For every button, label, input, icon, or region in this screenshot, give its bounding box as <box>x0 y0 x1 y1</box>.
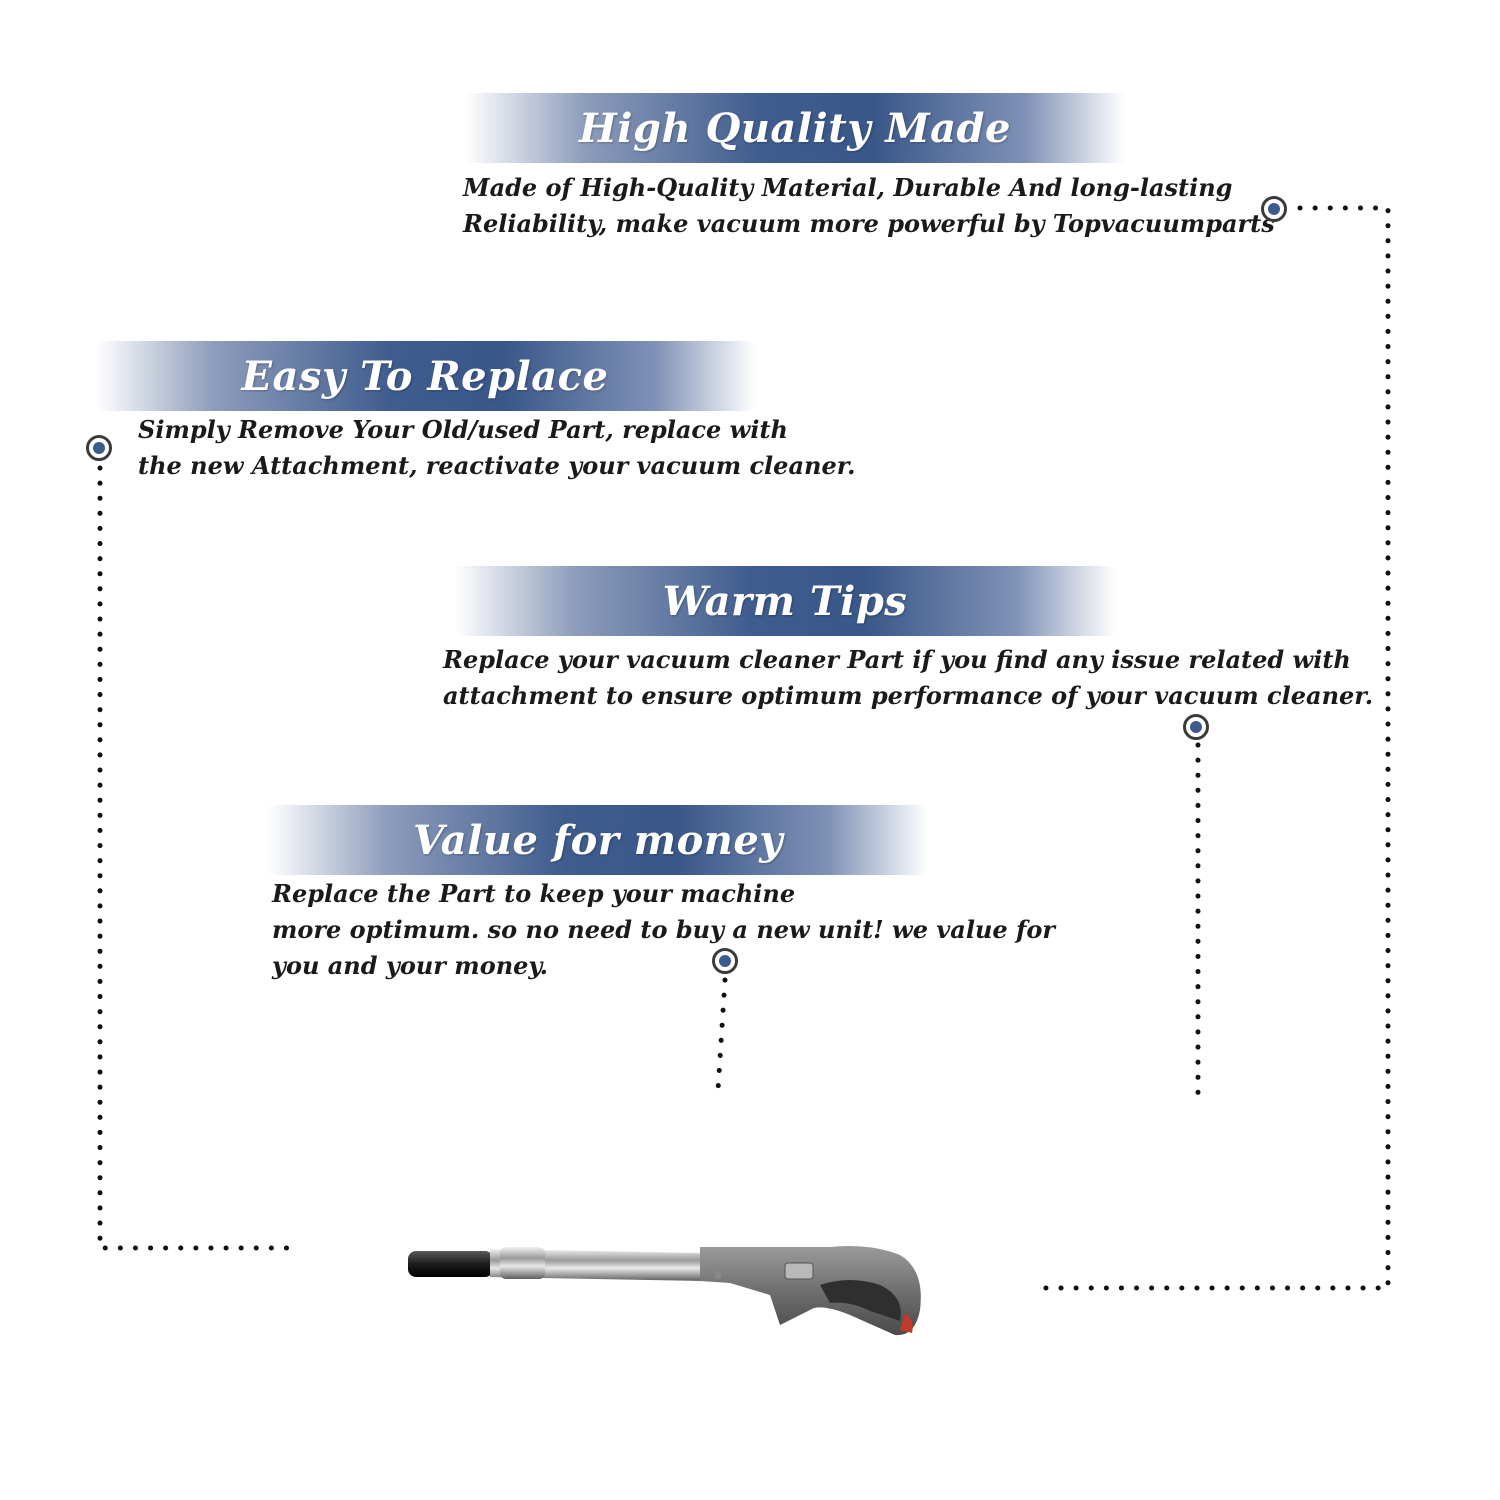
banner-value-money: Value for money <box>268 805 928 875</box>
feature-title-high-quality: High Quality Made <box>579 104 1011 152</box>
desc-line: Reliability, make vacuum more powerful b… <box>463 209 1275 238</box>
connector-value-money <box>715 977 728 1093</box>
vacuum-handle-wand-illustration <box>408 1246 921 1336</box>
feature-title-warm-tips: Warm Tips <box>662 577 908 625</box>
desc-line: more optimum. so no need to buy a new un… <box>272 915 1055 944</box>
desc-line: Replace the Part to keep your machine <box>272 879 796 908</box>
banner-high-quality: High Quality Made <box>465 93 1125 163</box>
connector-easy-replace <box>97 465 298 1251</box>
feature-title-value-money: Value for money <box>412 816 784 864</box>
banner-warm-tips: Warm Tips <box>455 566 1115 636</box>
banner-easy-replace: Easy To Replace <box>95 341 755 411</box>
feature-desc-high-quality: Made of High-Quality Material, Durable A… <box>463 170 1275 242</box>
desc-line: attachment to ensure optimum performance… <box>443 681 1374 710</box>
desc-line: Simply Remove Your Old/used Part, replac… <box>138 415 788 444</box>
desc-line: Replace your vacuum cleaner Part if you … <box>443 645 1351 674</box>
feature-desc-warm-tips: Replace your vacuum cleaner Part if you … <box>443 642 1373 714</box>
marker-dot-icon <box>1261 196 1287 222</box>
marker-dot-icon <box>712 948 738 974</box>
feature-title-easy-replace: Easy To Replace <box>241 352 609 400</box>
marker-dot-icon <box>86 435 112 461</box>
desc-line: you and your money. <box>272 951 548 980</box>
desc-line: Made of High-Quality Material, Durable A… <box>463 173 1233 202</box>
marker-dot-icon <box>1183 714 1209 740</box>
feature-desc-easy-replace: Simply Remove Your Old/used Part, replac… <box>138 412 856 484</box>
feature-desc-value-money: Replace the Part to keep your machine mo… <box>272 876 1055 984</box>
desc-line: the new Attachment, reactivate your vacu… <box>138 451 856 480</box>
connector-high-quality <box>1035 205 1391 1291</box>
